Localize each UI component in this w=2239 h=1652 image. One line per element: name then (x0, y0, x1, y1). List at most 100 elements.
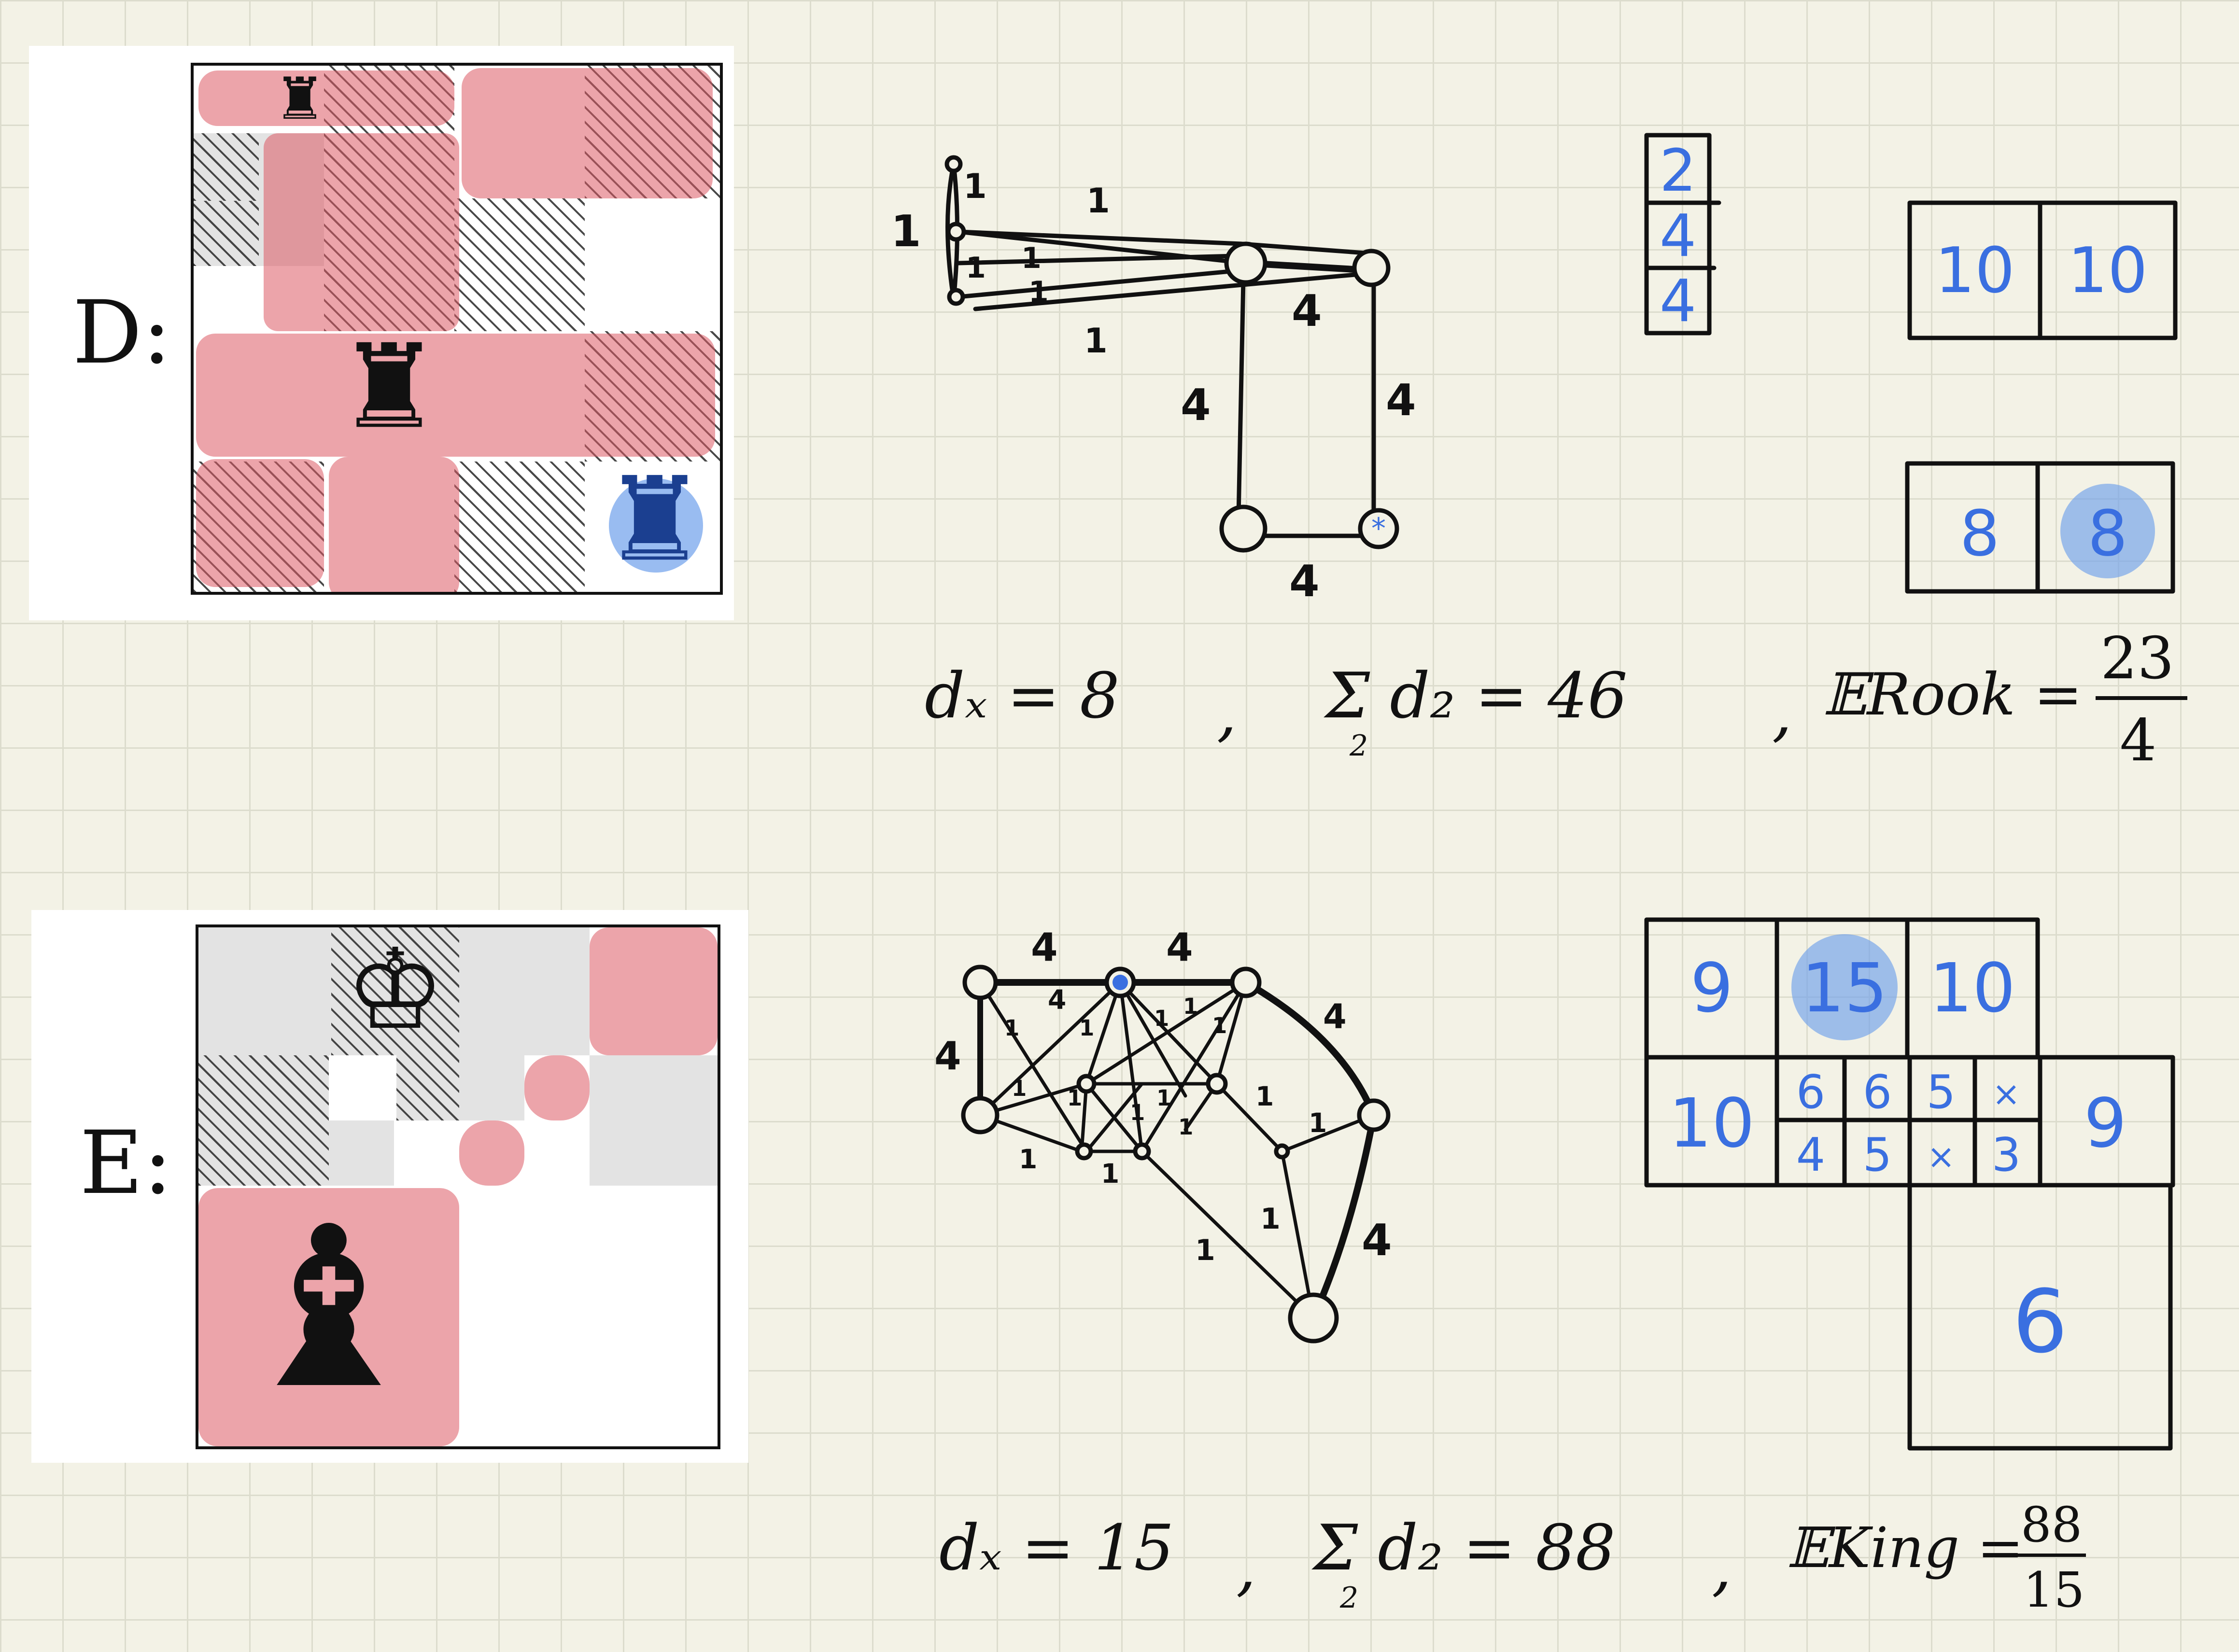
column-number: 2 (1660, 138, 1696, 205)
threat-zone (196, 334, 715, 457)
equation-d-comma: , (1772, 676, 1792, 749)
weight-label: 1 (1004, 1015, 1019, 1041)
equation-e-expectation: 𝔼King = (1787, 1516, 2024, 1581)
threat-zone (524, 1055, 590, 1120)
weight-label: 1 (1028, 275, 1049, 309)
graph-d-edges (945, 162, 1379, 538)
grid-cell-value: 10 (2068, 234, 2147, 307)
board-d: ♜ ♜ ♜ (191, 63, 723, 595)
grid-cell-value: 6 (1863, 1066, 1892, 1119)
graph-d-start-marker: * (1371, 512, 1386, 546)
grid-cell-value: 8 (2088, 497, 2128, 570)
column-number: 4 (1660, 203, 1696, 270)
grid-cell-value: 10 (1669, 1084, 1755, 1163)
equation-d-fraction-den: 4 (2120, 707, 2157, 774)
board-e-square (329, 1120, 394, 1186)
grid-cell-value: × (1992, 1074, 2021, 1114)
equation-e-sum: Σ d₂ = 88 (1313, 1511, 1616, 1584)
weight-label: 4 (1362, 1215, 1392, 1266)
fraction-bar (2096, 696, 2187, 700)
board-d-square (454, 198, 585, 331)
graph-e-edges (977, 979, 1377, 1321)
king-white-piece: ♔ (345, 925, 445, 1054)
rook-small-piece: ♜ (274, 66, 326, 133)
blue-highlight (609, 478, 703, 573)
board-e-square (590, 1055, 718, 1186)
grid-cell-value: 5 (1863, 1129, 1892, 1182)
weight-label: 1 (1156, 1085, 1171, 1111)
grid-cell-value: 9 (1690, 949, 1733, 1028)
weight-label: 4 (934, 1034, 961, 1078)
panel-e-label: E: (80, 1113, 173, 1214)
rook-blue-piece: ♜ (603, 452, 707, 587)
column-grid-d (1644, 133, 1721, 336)
grid-cell-value: × (1927, 1137, 1956, 1176)
weight-label: 1 (1079, 1015, 1094, 1041)
weight-label: 4 (1181, 380, 1211, 431)
weight-label: 4 (1323, 997, 1347, 1036)
panel-d: D: ♜ ♜ ♜ (29, 46, 734, 620)
weight-label: 1 (1084, 321, 1108, 361)
weight-label: 4 (1289, 556, 1320, 607)
graph-d-weights: 1 1 1 1 1 1 1 4 4 4 4 (891, 167, 1416, 607)
weight-label: 1 (1067, 1085, 1082, 1111)
weight-label: 1 (963, 167, 987, 206)
grid-cell-value: 5 (1927, 1066, 1956, 1119)
weight-label: 1 (1195, 1233, 1215, 1267)
grid-cell-value: 10 (1929, 949, 2015, 1028)
grid-e-values: 9 15 10 10 9 6 (1669, 949, 2127, 1372)
board-d-square (194, 201, 259, 266)
equation-e-comma: , (1712, 1530, 1732, 1604)
column-number: 4 (1660, 268, 1696, 335)
equation-d-expectation: 𝔼Rook = (1823, 661, 2083, 728)
rook-black-piece: ♜ (337, 319, 441, 454)
graph-e-start-marker (1112, 975, 1128, 990)
equation-d-dx: dₓ = 8 (925, 659, 1120, 732)
grid-cell-value: 3 (1992, 1129, 2021, 1182)
board-d-square (194, 133, 259, 201)
equation-e-dx: dₓ = 15 (939, 1511, 1174, 1584)
weight-label: 4 (1166, 925, 1193, 970)
threat-zone (198, 1188, 459, 1446)
column-numbers-d: 2 4 4 (1660, 138, 1696, 335)
graph-e-weights: 4 4 4 4 4 4 1 1 1 1 1 1 1 1 1 1 1 1 1 1 … (934, 925, 1392, 1267)
graph-e-nodes (961, 965, 1391, 1344)
weight-label: 4 (1048, 984, 1066, 1015)
equation-e-fraction-den: 15 (2023, 1562, 2085, 1618)
grid-cell-value: 9 (2084, 1084, 2126, 1163)
weight-label: 1 (1130, 1100, 1145, 1125)
weight-label: 1 (1260, 1202, 1281, 1236)
weight-label: 1 (1012, 1076, 1027, 1101)
bishop-black-piece: ♝ (229, 1179, 429, 1438)
threat-zone (198, 70, 454, 126)
threat-zone (264, 133, 459, 331)
equation-e-comma: , (1236, 1530, 1256, 1604)
grid-cell-value: 15 (1802, 949, 1887, 1028)
weight-label: 4 (1386, 375, 1416, 426)
weight-label: 1 (966, 251, 986, 285)
equation-d-sum: Σ d₂ = 46 (1325, 659, 1628, 732)
panel-d-label: D: (72, 282, 171, 383)
weight-label: 1 (1021, 241, 1042, 275)
board-d-square (454, 462, 585, 592)
weight-label: 1 (1019, 1144, 1037, 1175)
equation-d-comma: , (1217, 676, 1237, 749)
weight-label: 1 (1309, 1107, 1327, 1138)
weight-label: 1 (1255, 1081, 1274, 1112)
equation-e-sum-sub: 2 (1340, 1581, 1359, 1615)
board-e-square (198, 1055, 329, 1186)
graph-d-nodes (944, 155, 1399, 553)
board-e-square (331, 927, 459, 1055)
blue-highlight (1791, 934, 1898, 1040)
threat-zone (590, 927, 718, 1055)
threat-zone (329, 457, 459, 592)
grid-e (1644, 917, 2175, 1451)
equation-d-sum-sub: 2 (1350, 729, 1368, 763)
grid-cell-value: 8 (1960, 497, 2000, 570)
threat-zone (459, 1120, 524, 1186)
grid-cell-value: 6 (1796, 1066, 1825, 1119)
weight-label: 1 (891, 206, 921, 257)
weight-label: 1 (1101, 1158, 1119, 1189)
grid-e-small-values: 6 6 5 × 4 5 × 3 (1796, 1066, 2021, 1182)
